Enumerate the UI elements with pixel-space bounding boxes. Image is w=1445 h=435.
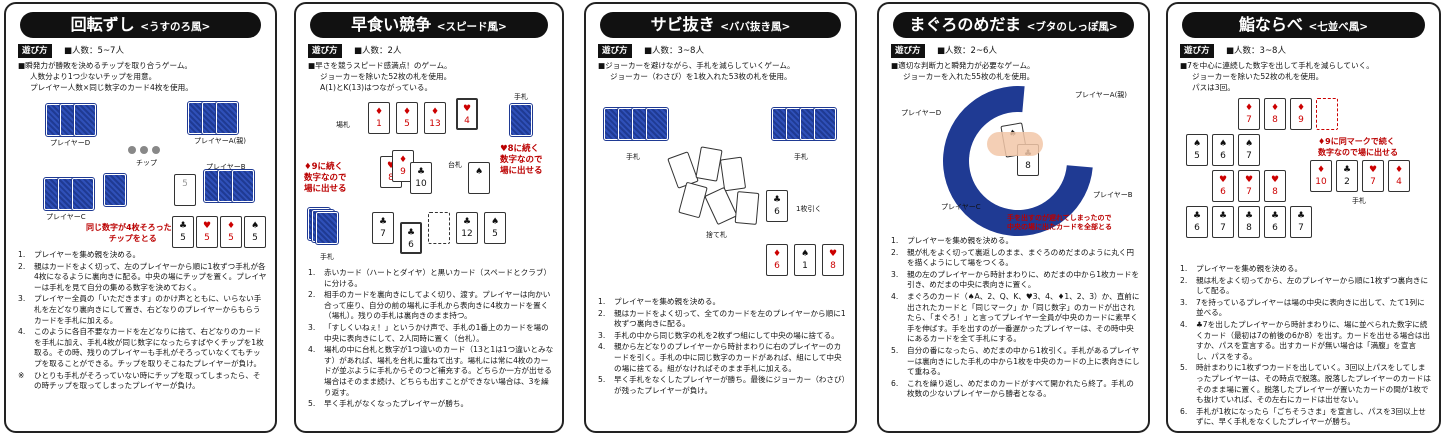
callout-note: 手を出すのが遅れてしまったので中央の場に出たカードを全部とる (1007, 214, 1112, 231)
illustration: ♠ ♣8 プレイヤーD プレイヤーA(親) プレイヤーB プレイヤーC 手を出す… (879, 55, 1148, 267)
callout-note: 同じ数字が4枚そろったらチップをとる (86, 223, 180, 243)
card-title: サビ抜き <ババ抜き風> (600, 12, 841, 38)
howto-tag: 遊び方 (18, 44, 52, 58)
intro-text: ■瞬発力が勝敗を決めるチップを取り合うゲーム。人数分より1つ少ないチップを用意。… (18, 61, 193, 92)
illustration: 場札 ♦1 ♦5 ♦13 ♥4 手札 ♥8に続く数字なので場に出せる ♥8 ♦9… (304, 93, 543, 261)
steps-list: 1.プレイヤーを集め親を決める。 2.親が札をよく切って裏返しのまま、まぐろのめ… (891, 236, 1140, 399)
callout-note: ♦9に同マークで続く数字なので場に出せる (1318, 137, 1398, 157)
card-title: 早食い競争 <スピード風> (310, 12, 548, 38)
illustration: 手札 手札 捨て札 ♣6 1枚引く ♦6 ♠1 ♥8 (586, 96, 855, 296)
rule-card-sabinuki: サビ抜き <ババ抜き風> 遊び方 ■人数：3~8人 ■ジョーカーを避けながら、手… (584, 2, 857, 433)
intro-text: ■適切な判断力と瞬発力が必要なゲーム。ジョーカーを入れた55枚の札を使用。 (891, 61, 1035, 81)
illustration: ♦7 ♦8 ♦9 ♠5 ♠6 ♠7 ♦9に同マークで続く数字なので場に出せる ♥… (1168, 94, 1439, 244)
rule-card-magurono-medama: まぐろのめだま <ブタのしっぽ風> 遊び方 ■人数：2~6人 ■適切な判断力と瞬… (877, 2, 1150, 433)
player-count: ■人数：2~6人 (937, 46, 997, 56)
rule-card-hayagui: 早食い競争 <スピード風> 遊び方 ■人数：2人 ■早さを競うスピード感満点！の… (294, 2, 564, 433)
steps-list: 1.プレイヤーを集め親を決める。 2.親は札をよく切ってから、左のプレイヤーから… (1180, 264, 1431, 427)
steps-list: 1.プレイヤーを集め親を決める。 2.親はカードをよく切って、左のプレイヤーから… (18, 250, 267, 391)
steps-list: 1.赤いカード（ハートとダイヤ）と黒いカード（スペードとクラブ）に分ける。 2.… (308, 268, 554, 409)
card-title: 鮨ならべ <七並べ風> (1182, 12, 1425, 38)
player-count: ■人数：5~7人 (64, 46, 124, 56)
card-title: 回転ずし <うすのろ風> (20, 12, 261, 38)
callout-note-2: ♦9に続く数字なので場に出せる (304, 162, 347, 194)
player-count: ■人数：3~8人 (1226, 46, 1286, 56)
steps-list: 1.プレイヤーを集め親を決める。 2.親はカードをよく切って、全てのカードを左の… (598, 297, 846, 395)
illustration: プレイヤーD プレイヤーA(親) チップ 5 プレイヤーB プレイヤーC 同じ数… (6, 96, 275, 248)
player-count: ■人数：3~8人 (644, 46, 704, 56)
card-title: まぐろのめだま <ブタのしっぽ風> (893, 12, 1134, 38)
intro-text: ■7を中心に連続した数字を出して手札を減らしていく。ジョーカーを除いた52枚の札… (1180, 61, 1374, 92)
callout-note: ♥8に続く数字なので場に出せる (500, 144, 543, 176)
howto-tag: 遊び方 (308, 44, 342, 58)
intro-text: ■ジョーカーを避けながら、手札を減らしていくゲーム。ジョーカー（わさび）を1枚入… (598, 61, 795, 81)
rule-card-sushinarabe: 鮨ならべ <七並べ風> 遊び方 ■人数：3~8人 ■7を中心に連続した数字を出し… (1166, 2, 1441, 433)
intro-text: ■早さを競うスピード感満点！のゲーム。ジョーカーを除いた52枚の札を使用。A(1… (308, 61, 452, 92)
player-count: ■人数：2人 (354, 46, 402, 56)
howto-tag: 遊び方 (598, 44, 632, 58)
howto-tag: 遊び方 (891, 44, 925, 58)
rule-card-kaitenzushi: 回転ずし <うすのろ風> 遊び方 ■人数：5~7人 ■瞬発力が勝敗を決めるチップ… (4, 2, 277, 433)
howto-tag: 遊び方 (1180, 44, 1214, 58)
